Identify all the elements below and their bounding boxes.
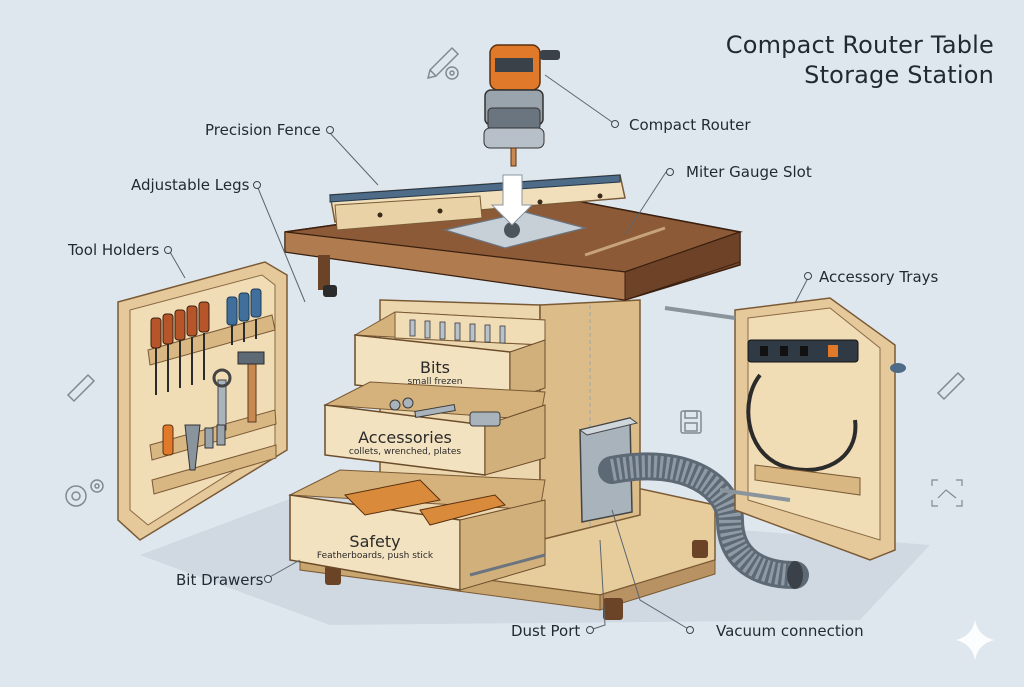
drawer-bits-label: Bits small frezen bbox=[385, 358, 485, 387]
label-dust-port: Dust Port bbox=[511, 622, 581, 640]
drawer-safety-label: Safety Featherboards, push stick bbox=[315, 532, 435, 561]
gear-icon bbox=[445, 66, 459, 80]
drawer-accessories-sub: collets, wrenched, plates bbox=[348, 447, 462, 457]
drawer-accessories bbox=[323, 381, 546, 476]
label-tool-holders: Tool Holders bbox=[68, 241, 160, 259]
label-vacuum-connection: Vacuum connection bbox=[716, 622, 864, 640]
floppy-disk-icon bbox=[680, 410, 702, 434]
router bbox=[483, 44, 560, 226]
pencil-icon-right bbox=[936, 371, 966, 401]
accessory-tray-panel bbox=[664, 297, 906, 561]
pencil-icon bbox=[426, 46, 460, 80]
title-line-1: Compact Router Table bbox=[725, 31, 994, 59]
title-line-2: Storage Station bbox=[804, 61, 994, 89]
vacuum-hose bbox=[598, 452, 809, 589]
label-miter-gauge-slot: Miter Gauge Slot bbox=[686, 163, 812, 181]
drawer-accessories-name: Accessories bbox=[358, 428, 452, 447]
image-frame-icon bbox=[931, 479, 963, 507]
label-adjustable-legs: Adjustable Legs bbox=[131, 176, 250, 194]
drawer-bits-name: Bits bbox=[419, 358, 451, 377]
label-precision-fence: Precision Fence bbox=[205, 121, 321, 139]
leader-lines bbox=[169, 74, 809, 631]
label-compact-router: Compact Router bbox=[629, 116, 751, 134]
tool-holder-panel bbox=[117, 261, 288, 541]
leader-dots bbox=[164, 120, 812, 634]
drawer-accessories-label: Accessories collets, wrenched, plates bbox=[345, 428, 465, 457]
drawer-safety bbox=[288, 469, 546, 591]
gears-icon bbox=[65, 479, 104, 507]
table-top bbox=[284, 174, 743, 301]
sparkle-icon bbox=[956, 620, 994, 660]
drawer-safety-sub: Featherboards, push stick bbox=[316, 551, 434, 561]
page-title: Compact Router Table Storage Station bbox=[726, 30, 994, 90]
drawer-bits-sub: small frezen bbox=[407, 377, 463, 387]
label-accessory-trays: Accessory Trays bbox=[819, 268, 939, 286]
pencil-icon-left bbox=[66, 373, 96, 403]
drawer-safety-name: Safety bbox=[349, 532, 401, 551]
label-bit-drawers: Bit Drawers bbox=[176, 571, 264, 589]
